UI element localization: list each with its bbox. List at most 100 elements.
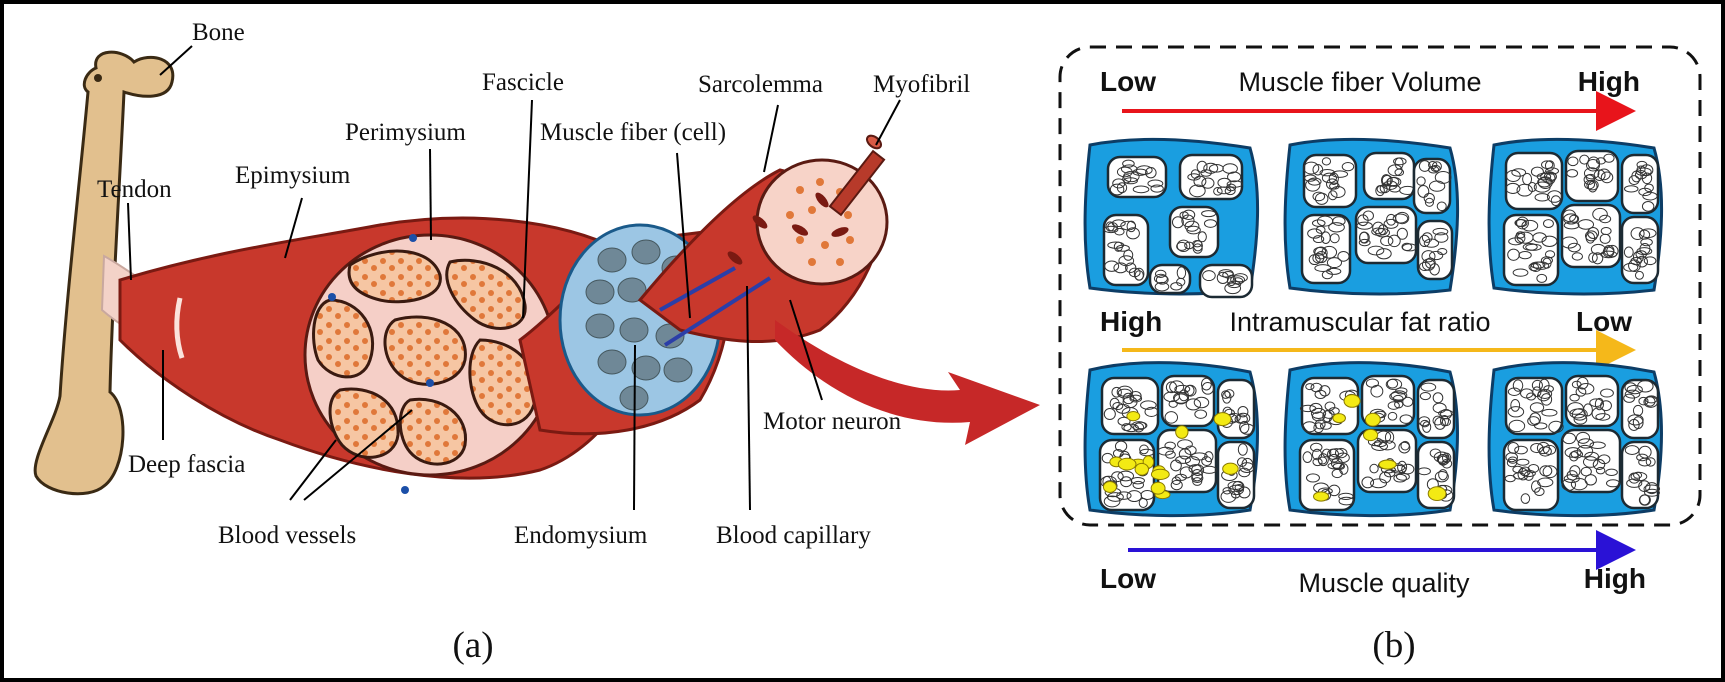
muscle-fiber xyxy=(1542,219,1554,228)
row3-right: High xyxy=(1584,563,1646,594)
muscle-fiber xyxy=(1324,401,1336,411)
muscle-fiber xyxy=(1303,161,1320,175)
muscle-fiber xyxy=(1359,231,1369,244)
muscle-fiber xyxy=(1575,387,1587,397)
muscle-fiber xyxy=(1538,446,1552,457)
muscle-fiber xyxy=(1132,168,1148,176)
muscle-fiber xyxy=(1424,197,1435,207)
muscle-fiber xyxy=(1431,161,1442,172)
muscle-fiber xyxy=(1200,377,1212,391)
muscle-fiber xyxy=(1567,242,1581,253)
muscle-fiber xyxy=(1577,383,1595,395)
muscle-fiber xyxy=(1117,470,1135,482)
muscle-fiber xyxy=(1176,241,1188,251)
muscle-fiber xyxy=(1305,383,1315,391)
muscle-fiber xyxy=(1327,462,1345,470)
muscle-fiber xyxy=(1515,231,1526,239)
muscle-fiber xyxy=(1637,380,1654,393)
muscle-fiber xyxy=(1623,246,1634,258)
muscle-fiber xyxy=(1392,394,1404,403)
muscle-fiber xyxy=(1540,393,1553,406)
muscle-fiber xyxy=(1112,401,1124,411)
muscle-fiber xyxy=(1569,408,1586,419)
muscle-fiber xyxy=(1441,458,1453,469)
muscle-fiber xyxy=(1193,175,1207,188)
muscle-fiber xyxy=(1164,441,1176,450)
muscle-fiber xyxy=(1507,406,1525,418)
muscle-fiber xyxy=(1548,420,1564,434)
muscle-fiber xyxy=(1537,177,1552,188)
muscle-fiber xyxy=(1401,242,1413,252)
fascicle-bundle xyxy=(1354,205,1418,265)
fat-deposit xyxy=(1343,394,1361,408)
muscle-fiber xyxy=(1201,177,1215,189)
muscle-fiber xyxy=(1356,221,1373,230)
muscle-fiber xyxy=(1600,250,1618,259)
muscle-fiber xyxy=(1633,471,1643,479)
muscle-fiber xyxy=(1632,416,1644,430)
muscle-fiber xyxy=(1398,441,1411,454)
muscle-fiber xyxy=(1512,268,1529,277)
muscle-fiber xyxy=(1634,170,1648,180)
muscle-fiber xyxy=(1114,440,1128,452)
fat-deposit xyxy=(1378,459,1397,470)
fat-deposit xyxy=(1213,412,1232,427)
muscle-fiber xyxy=(1386,177,1400,187)
muscle-fiber xyxy=(1523,471,1534,481)
muscle-fiber xyxy=(1516,216,1529,230)
fat-deposit xyxy=(1102,481,1117,493)
muscle-fiber xyxy=(1577,438,1595,449)
muscle-fiber xyxy=(1420,419,1430,428)
muscle-fiber xyxy=(1140,400,1157,410)
muscle-fiber xyxy=(1130,476,1145,485)
muscle-fiber xyxy=(1402,396,1414,407)
muscle-fiber xyxy=(1126,220,1137,233)
muscle-fiber xyxy=(1372,221,1385,235)
muscle-fiber xyxy=(1387,164,1403,177)
muscle-fiber xyxy=(1145,167,1157,179)
muscle-fiber xyxy=(1626,384,1643,395)
muscle-fiber xyxy=(1512,379,1524,392)
muscle-fiber xyxy=(1510,398,1521,412)
muscle-fiber xyxy=(1599,214,1612,224)
muscle-fiber xyxy=(1121,423,1132,432)
muscle-fiber xyxy=(1171,216,1184,229)
muscle-fiber xyxy=(1194,409,1208,419)
muscle-fiber xyxy=(1419,234,1431,248)
muscle-fiber xyxy=(1507,456,1518,464)
muscle-fiber xyxy=(1328,222,1345,233)
muscle-fiber xyxy=(1396,227,1408,240)
muscle-fiber xyxy=(1232,273,1248,283)
muscle-fiber xyxy=(1594,397,1605,411)
muscle-fiber xyxy=(1537,477,1554,488)
muscle-fiber xyxy=(1636,247,1653,256)
label-blood-capillary: Blood capillary xyxy=(716,522,871,549)
muscle-fiber xyxy=(1399,414,1413,424)
panel-b-frame xyxy=(1058,45,1702,527)
muscle-fiber xyxy=(1310,442,1323,452)
muscle-fiber xyxy=(1321,270,1333,280)
muscle-fiber xyxy=(1634,270,1644,280)
muscle-fiber xyxy=(1522,172,1533,186)
label-tendon: Tendon xyxy=(97,176,172,203)
row2-left: High xyxy=(1100,306,1162,337)
muscle-fiber xyxy=(1623,185,1639,193)
muscle-fiber xyxy=(1526,392,1537,401)
muscle-fiber xyxy=(1311,219,1326,227)
muscle-fiber xyxy=(1534,487,1545,497)
muscle-fiber xyxy=(1312,235,1325,244)
muscle-fiber xyxy=(1429,250,1444,261)
muscle-fiber xyxy=(1582,456,1599,468)
muscle-fiber xyxy=(1122,392,1135,405)
muscle-fiber xyxy=(1380,235,1394,247)
caption-a: (a) xyxy=(452,625,493,666)
muscle-fiber xyxy=(1387,234,1401,248)
muscle-fiber xyxy=(1208,164,1224,173)
muscle-fiber xyxy=(1165,450,1176,459)
curved-arrow xyxy=(775,320,1040,445)
muscle-fiber xyxy=(1570,450,1584,459)
muscle-fiber xyxy=(1506,458,1518,468)
muscle-fiber xyxy=(1217,177,1232,188)
muscle-fiber xyxy=(1421,232,1433,243)
muscle-fiber xyxy=(1176,277,1186,287)
